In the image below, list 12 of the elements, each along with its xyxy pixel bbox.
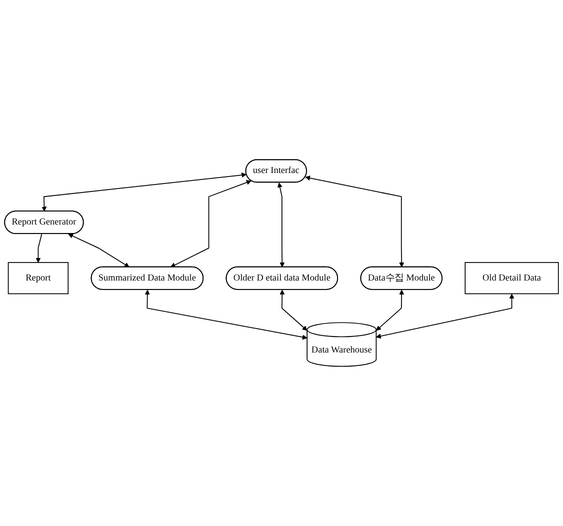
arrow [280,290,308,331]
arrow [305,176,404,268]
node-box: Old Detail Data [464,262,559,294]
arrow [277,182,285,268]
arrow [376,294,514,339]
node-box: Report [8,262,69,294]
arrow [144,290,308,340]
arrow [68,234,130,268]
arrow [376,290,404,331]
arrow [36,233,42,263]
arrow [170,180,252,268]
arrow [42,172,247,212]
